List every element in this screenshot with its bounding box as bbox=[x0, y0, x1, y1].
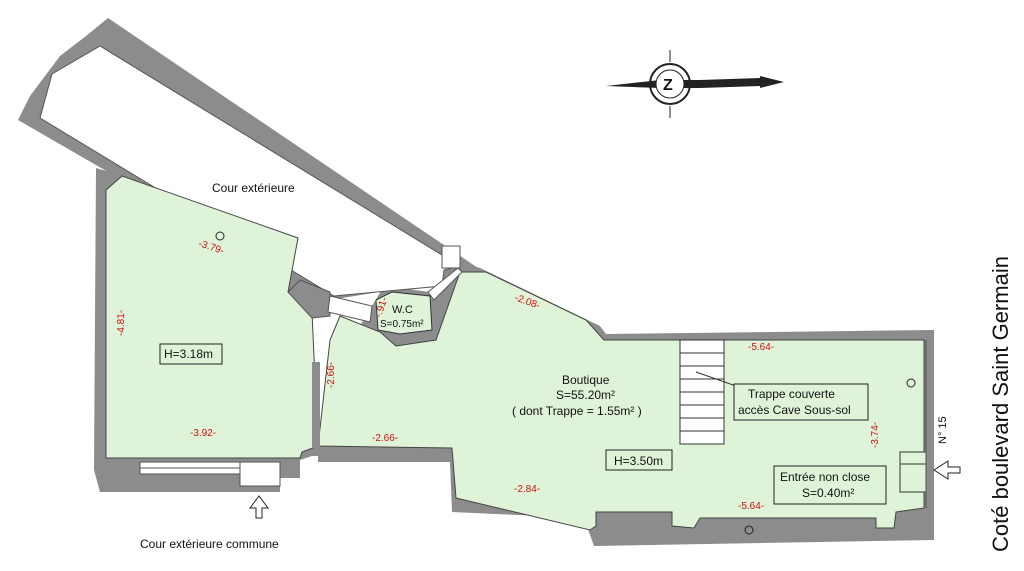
dim-481: -4.81- bbox=[116, 310, 127, 336]
passage-wc bbox=[427, 267, 463, 301]
entry-arrow-bottom bbox=[249, 495, 269, 519]
dim-266-vertical: -2.66- bbox=[326, 362, 337, 388]
street-number: N° 15 bbox=[937, 416, 949, 444]
dim-564-bottom: -5.64- bbox=[738, 501, 764, 512]
height-box-left bbox=[159, 343, 223, 365]
compass-arrow-icon bbox=[606, 78, 782, 88]
boutique-floor bbox=[317, 271, 925, 531]
trappe-line1: Trappe couverte bbox=[748, 387, 835, 401]
trappe-box bbox=[733, 383, 869, 421]
window-courtyard bbox=[327, 295, 373, 323]
stairs bbox=[679, 339, 737, 445]
boutique-trappe-note: ( dont Trappe = 1.55m² ) bbox=[512, 404, 642, 418]
courtyard-label: Cour extérieure bbox=[212, 181, 295, 195]
dim-374: -3.74- bbox=[870, 422, 881, 448]
courtyard-common-label: Cour extérieure commune bbox=[140, 537, 279, 551]
doorway-bottom bbox=[239, 461, 281, 487]
height-left: H=3.18m bbox=[164, 347, 213, 361]
drain-circle bbox=[906, 378, 916, 388]
dim-392: -3.92- bbox=[190, 428, 216, 439]
entree-box bbox=[773, 465, 887, 505]
dim-266-horizontal: -2.66- bbox=[372, 433, 398, 444]
courtyard-step bbox=[441, 245, 461, 269]
height-box-boutique bbox=[605, 449, 673, 471]
drain-circle bbox=[215, 231, 225, 241]
wc-surface: S=0.75m² bbox=[380, 319, 424, 330]
courtyard-area bbox=[39, 45, 462, 297]
street-label: Coté boulevard Saint Germain bbox=[988, 256, 1013, 552]
wc-name: W.C bbox=[392, 304, 413, 316]
boutique-surface: S=55.20m² bbox=[556, 388, 615, 402]
trappe-line2: accès Cave Sous-sol bbox=[738, 403, 851, 417]
height-boutique: H=3.50m bbox=[614, 454, 663, 468]
drain-circle bbox=[744, 525, 754, 535]
compass: Z bbox=[606, 50, 784, 118]
boutique-name: Boutique bbox=[562, 373, 610, 387]
compass-letter: Z bbox=[663, 77, 673, 94]
wc-room bbox=[375, 291, 433, 335]
dim-284: -2.84- bbox=[514, 484, 540, 495]
dim-564-top: -5.64- bbox=[748, 342, 774, 353]
entry-arrow-right bbox=[933, 460, 961, 480]
entree-line2: S=0.40m² bbox=[802, 486, 854, 500]
entree-line1: Entrée non close bbox=[780, 470, 870, 484]
partition-wall bbox=[312, 362, 320, 448]
entrance-recess bbox=[899, 451, 927, 493]
